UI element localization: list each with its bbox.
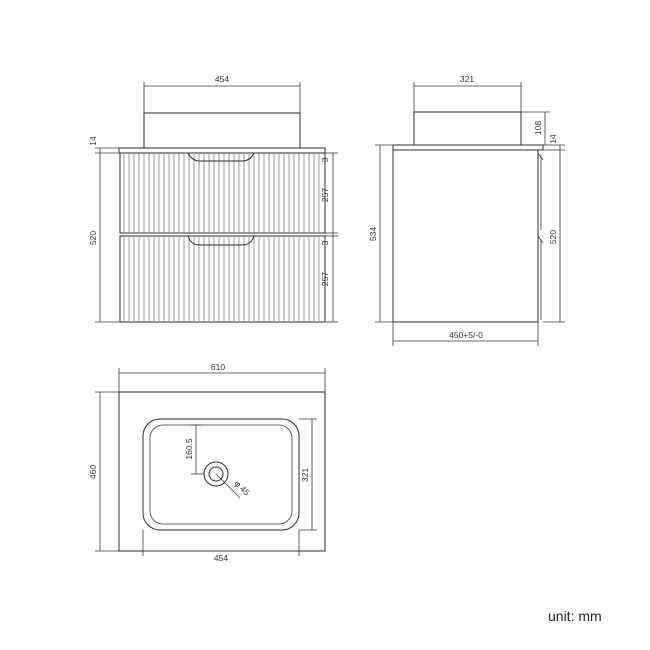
front-handle-bottom <box>187 235 255 246</box>
side-top-thickness-label: 14 <box>548 134 558 144</box>
plan-basin-inner <box>149 424 293 525</box>
side-cabinet <box>392 149 539 323</box>
front-drawer-flutes <box>123 154 320 321</box>
side-basin <box>413 111 522 146</box>
plan-drain-offset-label: 160.5 <box>184 438 194 460</box>
front-gap-bottom-label: 3 <box>320 240 330 245</box>
front-basin <box>143 112 301 149</box>
plan-drain-inner <box>208 466 224 482</box>
front-handle-top <box>187 152 255 162</box>
side-total-height-label: 534 <box>368 227 378 241</box>
side-view: 321 534 108 14 520 450+5/-0 <box>368 74 565 346</box>
side-basin-depth-label: 321 <box>460 74 474 84</box>
plan-basin-width-label: 454 <box>214 553 228 563</box>
front-gap-top-label: 3 <box>320 157 330 162</box>
front-top-thickness-label: 14 <box>88 136 98 146</box>
plan-width-label: 610 <box>211 362 225 372</box>
front-cabinet-height-label: 520 <box>88 231 98 245</box>
plan-basin-depth-label: 321 <box>300 468 310 482</box>
plan-drain-diameter-label: φ 45 <box>232 478 252 498</box>
front-drawer-top-height-label: 257 <box>320 188 330 202</box>
side-cabinet-height-label: 520 <box>548 230 558 244</box>
side-basin-height-label: 108 <box>533 121 543 135</box>
plan-view: 610 460 φ 45 160.5 321 454 <box>88 362 326 563</box>
plan-depth-label: 460 <box>88 465 98 479</box>
front-drawer-bottom-height-label: 257 <box>320 272 330 286</box>
front-view: 454 14 520 3 257 3 257 <box>88 74 338 323</box>
side-depth-label: 450+5/-0 <box>449 330 483 340</box>
unit-label: unit: mm <box>548 608 602 624</box>
front-basin-width-label: 454 <box>215 74 229 84</box>
plan-basin-outer <box>142 418 300 531</box>
side-countertop <box>392 144 544 151</box>
front-countertop <box>118 147 326 154</box>
